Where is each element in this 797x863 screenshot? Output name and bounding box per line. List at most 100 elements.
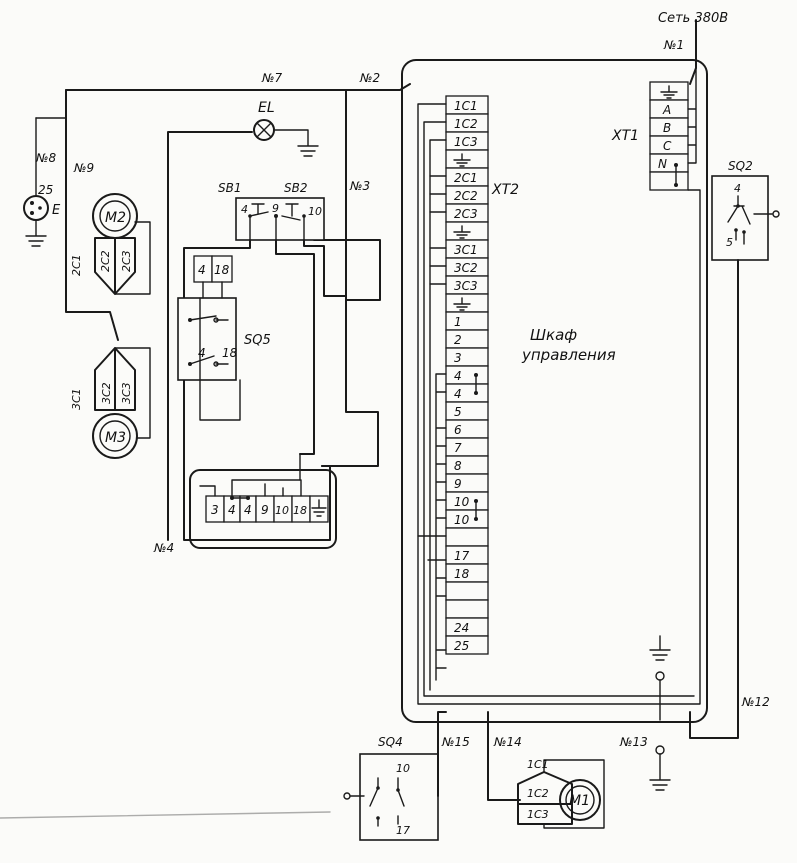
xt2-terminal-label: 2	[454, 333, 462, 347]
motor-m3-circle	[92, 413, 138, 459]
xt2-terminal-label: 9	[454, 477, 462, 491]
jumper-dot	[474, 499, 478, 503]
wire-3-cable	[313, 89, 381, 301]
wire-label-8: №8	[35, 151, 56, 165]
bottom-leads	[199, 479, 302, 497]
m1-terminal-2: 1C2	[527, 787, 549, 800]
contact-dot	[742, 230, 746, 234]
motor-m3-label: M3	[105, 430, 126, 446]
bottom-terminal-block	[199, 479, 329, 523]
sq2-terminal-5: 5	[726, 236, 733, 249]
xt2-terminal-label: 25	[454, 639, 469, 653]
xt2-cell	[445, 401, 489, 421]
contact-dot	[376, 786, 380, 790]
wire-12	[689, 259, 739, 739]
sq2-housing	[711, 175, 769, 261]
xt2-ground-cell	[445, 149, 489, 169]
xt2-terminal-block: 1C11C21C32C12C22C33C13C23C31234456789101…	[445, 95, 489, 655]
wire-4-left	[167, 131, 253, 541]
motor-m1-terminal-box	[517, 771, 573, 825]
xt1-supply-feed	[687, 67, 697, 164]
xt2-terminal-label: 8	[454, 459, 462, 473]
jumper-dot	[474, 373, 478, 377]
sq2-terminal-4: 4	[734, 182, 741, 195]
sb2-contact	[281, 203, 301, 221]
xt2-cell	[445, 311, 489, 331]
xt1-name: XT1	[611, 128, 639, 144]
xt2-terminal-label: 1C3	[454, 135, 478, 149]
xt2-cell	[445, 473, 489, 493]
cabinet-bus-taps	[429, 175, 447, 285]
sq5-switch	[177, 255, 241, 421]
bottom-terminal-3: 3	[211, 503, 219, 517]
xt2-cell	[445, 329, 489, 349]
xt1-label-b: B	[663, 121, 671, 135]
motor-m1-inner-circle	[565, 785, 595, 815]
xt2-terminal-label: 3C2	[454, 261, 478, 275]
ground-icon	[660, 85, 678, 99]
jumper-dot	[230, 496, 234, 500]
xt1-jumper-dot-bottom	[674, 183, 678, 187]
jumper-dot	[246, 496, 250, 500]
supply-wire-label: №1	[663, 38, 684, 52]
xt2-terminal-label: 1C2	[454, 117, 478, 131]
motor-m2	[92, 193, 151, 295]
socket-pin-dot	[30, 201, 34, 205]
xt1-label-c: C	[663, 139, 672, 153]
wire-pb-right	[303, 239, 347, 297]
xt2-terminal-label: 2C1	[454, 171, 478, 185]
m3-terminal-1: 3C1	[70, 388, 83, 410]
contact-dot	[213, 361, 219, 367]
ground-icon	[25, 219, 47, 247]
pushbutton-leads	[249, 215, 305, 241]
socket-pin-dot	[30, 211, 34, 215]
sb1-label: SB1	[218, 181, 241, 195]
xt2-terminal-label: 17	[454, 549, 470, 563]
sq2-label: SQ2	[728, 159, 753, 173]
bottom-terminal-4a: 4	[228, 503, 236, 517]
socket-pin-dot	[38, 206, 42, 210]
m2-terminal-1: 2C1	[70, 254, 83, 276]
xt2-terminal-label: 1C1	[454, 99, 478, 113]
wire-label-13: №13	[619, 735, 648, 749]
ground-icon	[311, 499, 327, 517]
jumper-dot	[474, 391, 478, 395]
wire-label-12: №12	[741, 695, 770, 709]
xt1-terminal-block: A B C N	[649, 67, 697, 191]
ground-icon	[453, 225, 471, 239]
contact-dot	[188, 318, 192, 322]
xt2-cell	[445, 635, 489, 655]
cabinet-bus-3	[429, 139, 447, 691]
motor-m1-frame-wire	[543, 759, 605, 829]
wire-label-14: №14	[493, 735, 522, 749]
sq4-housing	[359, 753, 439, 841]
xt1-cell-n	[649, 153, 689, 173]
sb1-contact	[249, 203, 269, 217]
sq5-housing	[177, 297, 237, 381]
xt2-terminal-label: 7	[454, 441, 462, 455]
xt2-ground-cell	[445, 221, 489, 241]
ground-icon	[649, 635, 671, 661]
xt2-cell	[445, 437, 489, 457]
sb2-label: SB2	[284, 181, 307, 195]
xt2-terminal-label: 3	[454, 351, 462, 365]
motor-m2-inner-circle	[99, 200, 131, 232]
lamp-label: EL	[258, 100, 275, 116]
contact-dot	[736, 204, 740, 208]
m2-terminal-2: 2C2	[99, 250, 112, 272]
wire-3-lower	[321, 299, 379, 467]
wire-pb-mid	[275, 239, 315, 455]
bottom-enclosure	[189, 469, 337, 549]
jumper-dot	[474, 517, 478, 521]
bottom-terminal-4b: 4	[244, 503, 252, 517]
control-cabinet-outline	[401, 59, 708, 723]
wire-label-7: №7	[261, 71, 282, 85]
ground-terminal-circle	[655, 671, 665, 681]
sq5-terminal-18: 18	[222, 346, 238, 360]
xt2-terminal-label: 3C1	[454, 243, 478, 257]
cabinet-control-taps	[435, 373, 447, 681]
xt1-label-n: N	[658, 157, 667, 171]
xt2-terminal-label: 3C3	[454, 279, 478, 293]
xt2-cell	[445, 383, 489, 403]
outlet-label: E	[52, 203, 61, 218]
